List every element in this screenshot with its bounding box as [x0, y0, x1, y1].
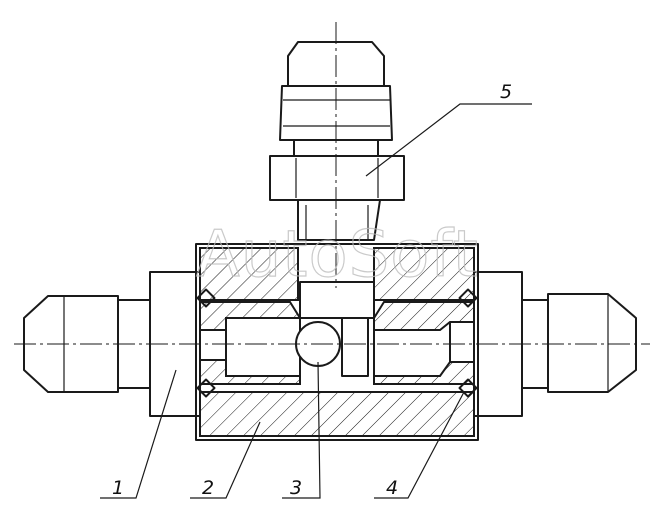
seal-ring	[196, 378, 216, 398]
callout-3: 3	[290, 477, 302, 499]
callout-1: 1	[112, 477, 124, 499]
watermark-text: AutoSoft	[196, 218, 479, 292]
seal-ring	[196, 288, 216, 308]
valve-body	[195, 243, 479, 441]
seal-ring	[458, 288, 478, 308]
callout-4: 4	[386, 477, 398, 499]
callout-2: 2	[202, 477, 214, 499]
callout-5: 5	[500, 81, 512, 103]
top-fitting	[269, 41, 405, 241]
leader-lines	[100, 103, 532, 499]
